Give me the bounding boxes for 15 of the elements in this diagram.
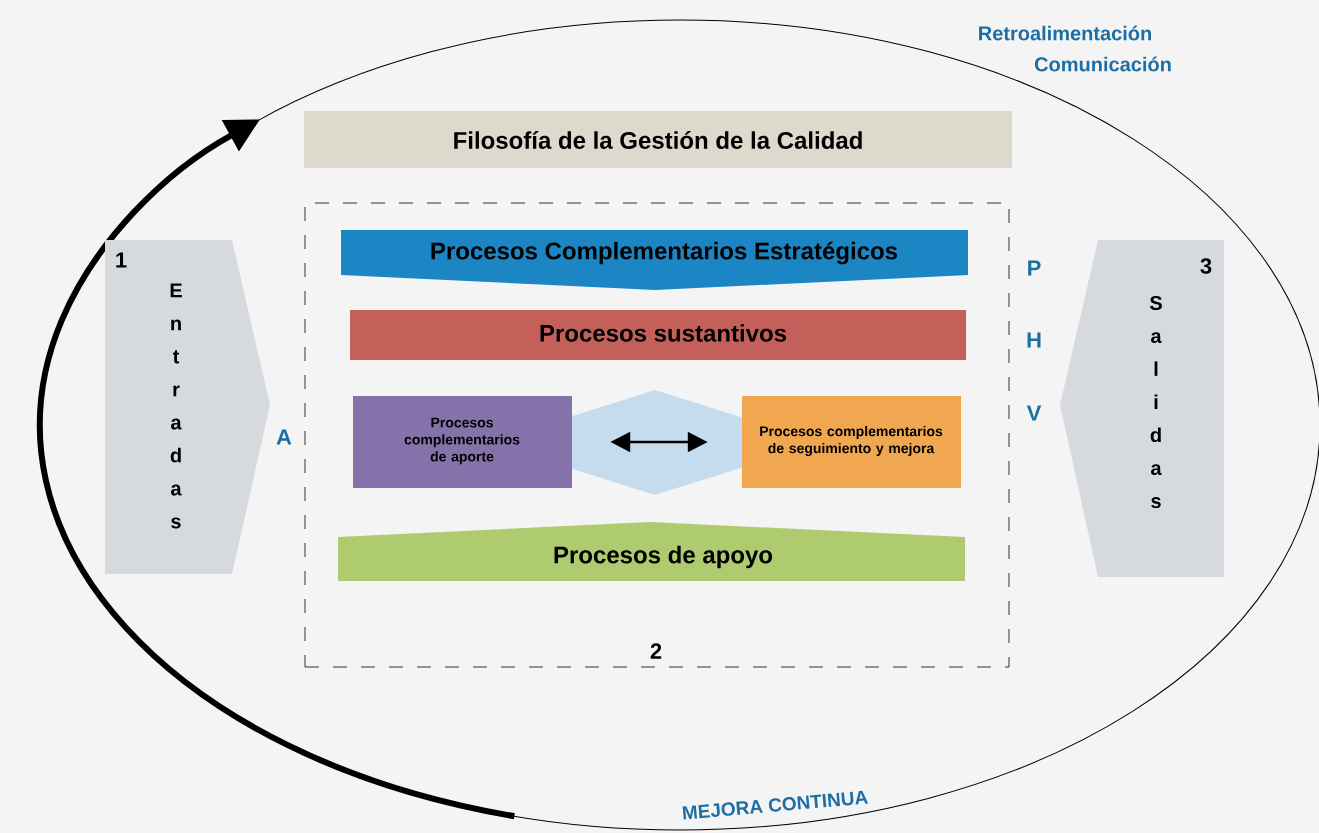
process-band: Procesos de apoyo (338, 522, 965, 581)
process-band: Procesos Complementarios Estratégicos (341, 230, 968, 290)
cycle-label: MEJORA CONTINUA (682, 790, 869, 820)
cycle-letter: H (1027, 332, 1041, 348)
output-chevron: 3 Salidas (1060, 240, 1224, 577)
cycle-letter: V (1026, 405, 1042, 421)
title-band: Filosofía de la Gestión de la Calidad (304, 111, 1012, 168)
cycle-label: Retroalimentación (979, 25, 1151, 41)
process-box: Procesos complementarios de seguimiento y mejora (742, 396, 961, 488)
cycle-label: Comunicación (1034, 56, 1171, 72)
process-box: Procesos complementarios de aporte (353, 396, 572, 488)
cycle-letter: P (1028, 260, 1041, 276)
input-chevron: 1 Entradas (105, 240, 270, 574)
process-band: Procesos sustantivos (350, 310, 966, 360)
cycle-letter: A (276, 429, 292, 445)
